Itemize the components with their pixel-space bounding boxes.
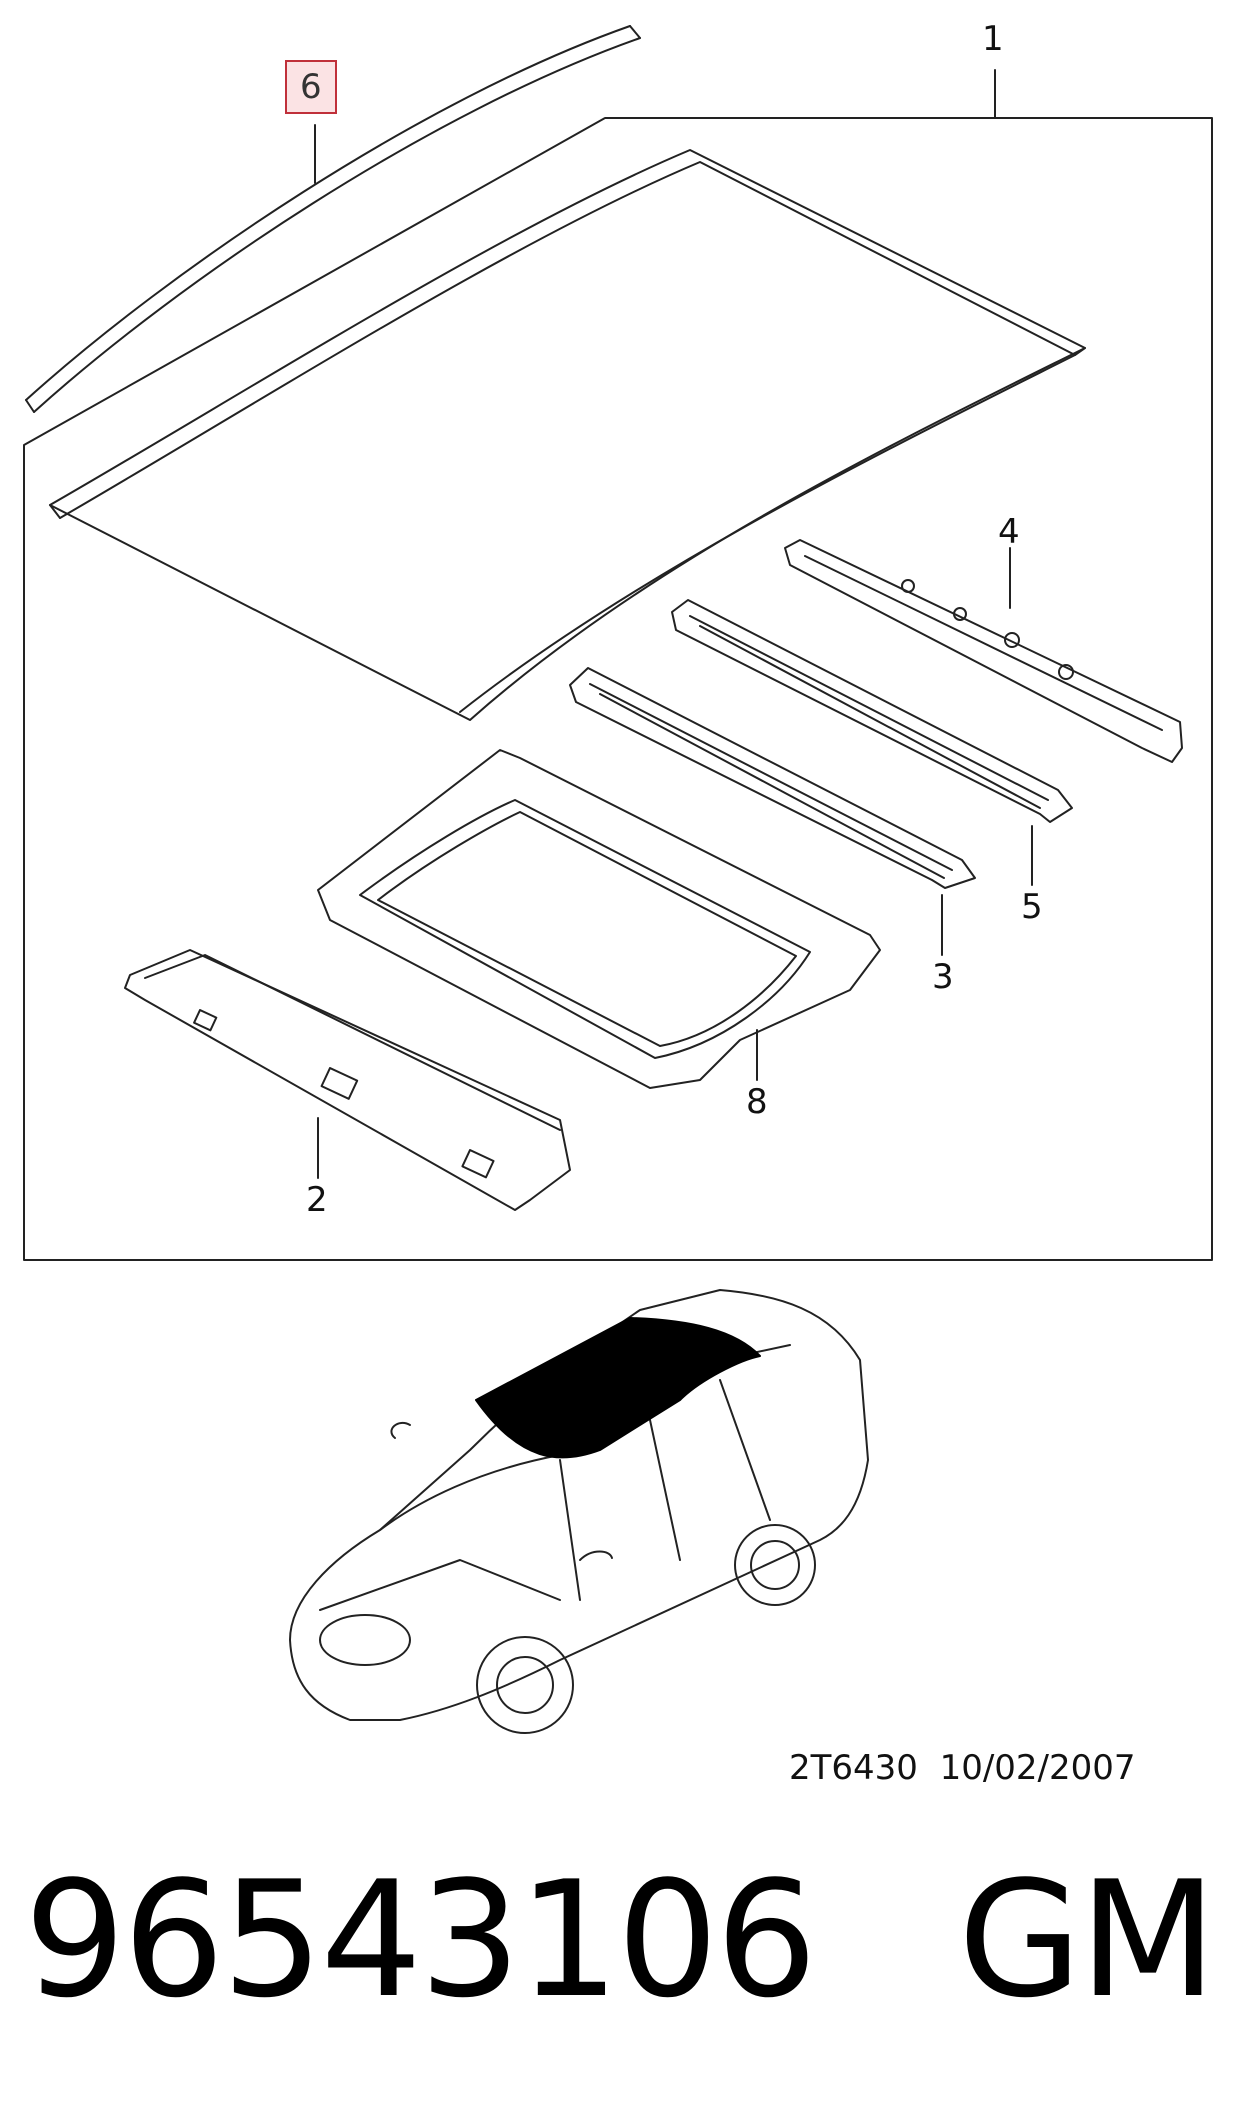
header-panel-part-2 [124, 949, 571, 1211]
roof-molding-part-6 [25, 25, 641, 413]
roof-bow-part-4 [784, 539, 1183, 763]
part-number: 96543106 [24, 1846, 817, 2033]
vehicle-illustration [289, 1289, 869, 1734]
callout-3: 3 [932, 957, 954, 997]
parts-diagram [23, 25, 1213, 1734]
drawing-stamp: 2T6430 10/02/2007 [789, 1748, 1136, 1788]
roof-bow-part-3 [569, 667, 976, 956]
drawing-date: 10/02/2007 [939, 1748, 1136, 1788]
roof-bow-part-5 [671, 599, 1073, 886]
callout-6-highlighted[interactable]: 6 [285, 60, 337, 114]
drawing-code: 2T6430 [789, 1748, 918, 1788]
part-number-line: 96543106 GM [24, 1860, 1217, 2020]
callout-8: 8 [746, 1082, 768, 1122]
brand-name: GM [957, 1846, 1217, 2033]
roof-panel-part-1 [49, 149, 1086, 721]
roof-highlight-area [475, 1317, 761, 1459]
sunroof-frame-part-8 [317, 749, 881, 1089]
callout-1: 1 [982, 19, 1004, 59]
callout-2: 2 [306, 1180, 328, 1220]
assembly-frame [23, 117, 1213, 1261]
callout-5: 5 [1021, 887, 1043, 927]
callout-4: 4 [998, 512, 1020, 552]
